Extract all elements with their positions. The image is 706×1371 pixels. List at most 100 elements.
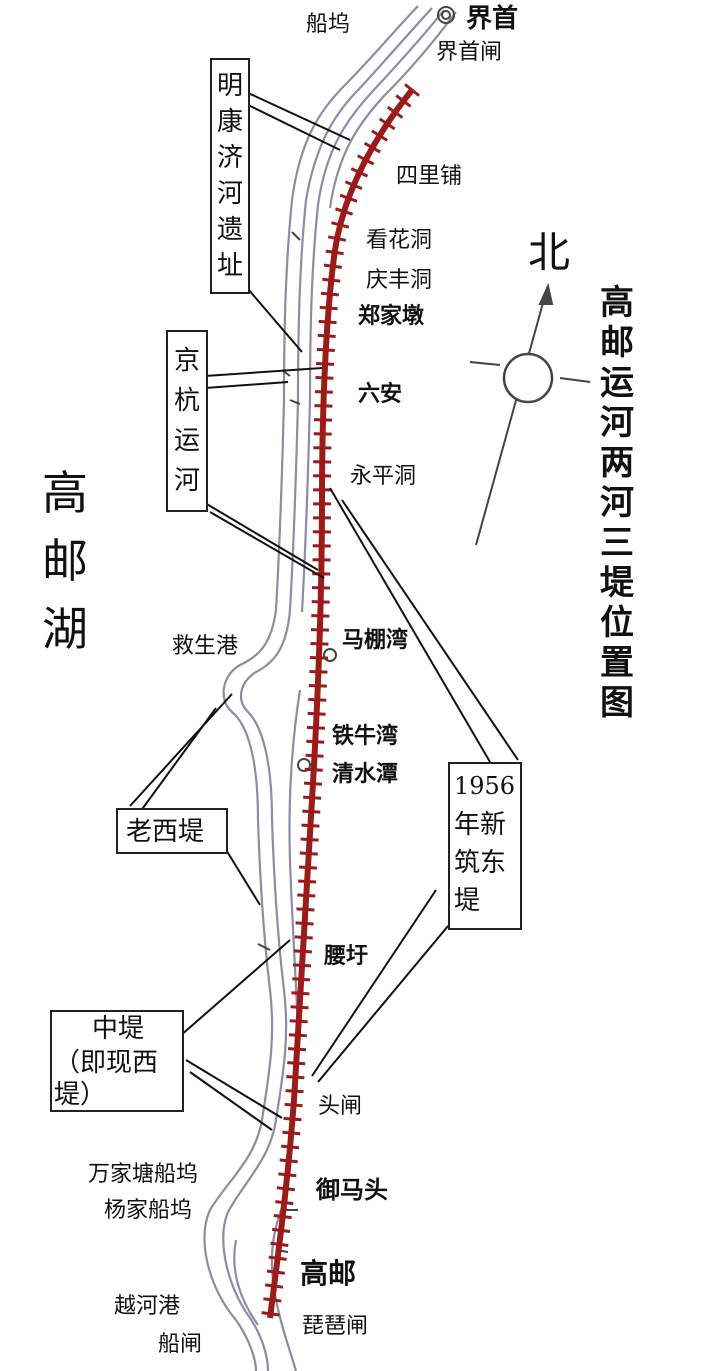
dike-tick <box>327 235 347 242</box>
new-east-dike-line <box>261 83 420 1319</box>
dike-tick <box>322 277 341 283</box>
callout-xindongdi-line3: 筑东 <box>454 848 507 878</box>
place-chuanzha: 船闸 <box>158 1332 203 1357</box>
dike-tick <box>316 347 335 352</box>
place-yangjia: 杨家船坞 <box>104 1198 193 1223</box>
compass-icon <box>469 282 591 546</box>
dike-tick <box>279 1158 298 1164</box>
callout-lines <box>129 91 519 1131</box>
place-yuehegang: 越河港 <box>114 1294 181 1319</box>
dike-tick <box>378 117 396 131</box>
dike-tick <box>261 1311 280 1317</box>
mingkang-char: 址 <box>216 251 243 281</box>
place-mapengwan: 马棚湾 <box>342 628 409 653</box>
mingkang-char: 河 <box>216 179 243 209</box>
dike-tick <box>334 207 354 216</box>
place-jieshou-zha: 界首闸 <box>436 40 503 65</box>
place-gaoyou: 高邮 <box>300 1257 357 1290</box>
callout-laoxidi-text: 老西堤 <box>126 817 205 847</box>
place-chuanwu-top: 船坞 <box>306 12 351 37</box>
dike-tick <box>331 221 350 229</box>
dike-tick <box>289 1019 308 1024</box>
dike-tick <box>308 683 327 688</box>
lake-name: 高邮湖 <box>42 470 88 652</box>
callout-zhongdi-line3: 堤） <box>54 1080 107 1110</box>
callout-xindongdi: 1956 年新 筑东 堤 <box>448 762 522 930</box>
dike-tick <box>268 1255 287 1261</box>
dike-tick <box>276 1186 295 1192</box>
callout-laoxidi: 老西堤 <box>116 808 228 854</box>
dike-tick <box>278 1172 297 1178</box>
dike-tick <box>309 656 329 660</box>
dike-tick <box>284 1102 303 1108</box>
dike-tick <box>315 376 334 380</box>
dike-tick <box>303 795 322 800</box>
title-char: 邮 <box>600 323 634 363</box>
dike-tick <box>314 390 333 394</box>
dike-tick <box>319 305 338 311</box>
callout-zhongdi-line1: 中堤 <box>92 1014 145 1044</box>
dike-tick <box>318 319 337 325</box>
lake-char: 高 <box>42 466 88 520</box>
dike-tick <box>308 697 327 702</box>
dike-tick <box>301 823 320 828</box>
dike-tick <box>271 1227 291 1234</box>
title-char: 位 <box>600 603 634 643</box>
place-yaoyu: 腰圩 <box>324 944 369 969</box>
dike-tick <box>395 94 412 108</box>
dike-tick <box>307 711 326 716</box>
dike-tick <box>266 1269 285 1275</box>
dike-tick <box>294 935 313 940</box>
title-char: 河 <box>600 403 634 443</box>
callout-jinghang: 京杭运河 <box>166 330 208 512</box>
jinghang-char: 杭 <box>173 386 200 416</box>
dike-tick <box>316 361 335 366</box>
dike-tick <box>298 879 317 884</box>
callout-xindongdi-line1: 1956 <box>454 772 516 800</box>
callout-mingkang: 明康济河遗址 <box>210 58 250 294</box>
dike-tick <box>296 907 315 912</box>
title-char: 运 <box>600 363 634 403</box>
dike-tick <box>317 333 336 339</box>
place-touzha: 头闸 <box>318 1094 363 1119</box>
callout-xindongdi-line2: 年新 <box>454 810 507 840</box>
dike-tick <box>311 614 330 618</box>
dike-tick <box>286 1075 305 1080</box>
title-char: 堤 <box>600 563 634 603</box>
dike-tick <box>314 404 333 408</box>
place-yongpingdong: 永平洞 <box>350 464 417 489</box>
dike-tick <box>292 977 311 982</box>
title-char: 两 <box>600 443 634 483</box>
lake-char: 湖 <box>42 602 88 656</box>
dike-tick <box>287 1047 307 1052</box>
dike-tick <box>290 1005 309 1010</box>
dike-tick <box>325 249 344 256</box>
mingkang-char: 康 <box>216 107 243 137</box>
dike-tick <box>356 154 375 166</box>
dike-tick <box>310 628 329 632</box>
dike-tick <box>320 291 340 297</box>
dike-tick <box>404 83 420 97</box>
title-char: 三 <box>600 523 634 563</box>
callout-xindongdi-line4: 堤 <box>454 886 481 916</box>
dike-tick <box>298 865 318 870</box>
dike-tick <box>288 1033 307 1038</box>
dike-tick <box>273 1214 292 1220</box>
dike-tick <box>287 1061 306 1066</box>
mingkang-char: 明 <box>216 71 243 101</box>
jinghang-char: 运 <box>173 426 200 456</box>
title-char: 图 <box>600 683 634 723</box>
dike-tick <box>339 193 358 203</box>
dike-tick <box>304 767 323 772</box>
station-markers <box>297 6 455 772</box>
north-label: 北 <box>528 228 571 277</box>
jinghang-char: 京 <box>173 346 200 376</box>
place-qingfengdong: 庆丰洞 <box>366 268 433 293</box>
dike-tick <box>280 1144 300 1150</box>
place-jiushenggang: 救生港 <box>172 634 239 659</box>
dike-tick <box>306 725 326 730</box>
dike-tick <box>309 669 328 674</box>
dike-tick <box>293 963 312 968</box>
place-silipu: 四里铺 <box>396 164 463 189</box>
